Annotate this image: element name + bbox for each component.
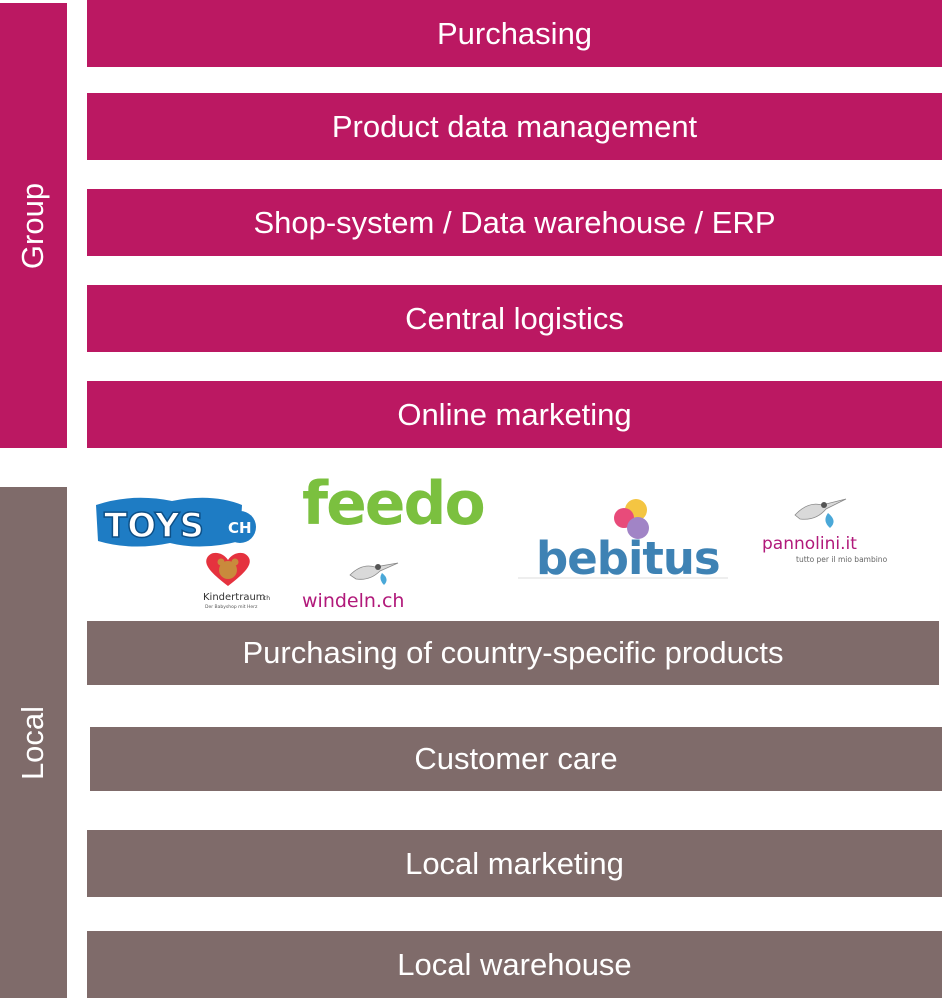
group-bar-product-data-management: Product data management [87, 93, 942, 160]
bebitus-logo: bebitus [518, 498, 730, 585]
local-bar-purchasing-country: Purchasing of country-specific products [87, 621, 939, 685]
feedo-logo: feedo [300, 468, 500, 539]
kindertraum-logo: Kindertraum .ch Der Babyshop mit Herz [175, 550, 285, 612]
local-bar-customer-care: Customer care [90, 727, 942, 791]
toys-ch-text: CH [228, 519, 252, 537]
kindertraum-ch-text: .ch [261, 595, 270, 602]
toys-logo-text: TOYS [104, 506, 204, 546]
group-label: Group [15, 182, 51, 269]
local-side-label: Local [0, 487, 67, 998]
pannolini-tagline: tutto per il mio bambino [796, 555, 888, 564]
kindertraum-text: Kindertraum [203, 592, 266, 603]
pannolini-logo: pannolini.it tutto per il mio bambino [760, 495, 900, 565]
local-bar-local-warehouse: Local warehouse [87, 931, 942, 998]
group-bar-shop-system: Shop-system / Data warehouse / ERP [87, 189, 942, 256]
windeln-logo: windeln.ch [300, 555, 425, 612]
group-side-label: Group [0, 3, 67, 448]
feedo-text: feedo [302, 469, 484, 538]
local-label: Local [15, 705, 51, 780]
bebitus-text: bebitus [536, 532, 720, 580]
kindertraum-tagline: Der Babyshop mit Herz [205, 604, 258, 610]
group-bar-online-marketing: Online marketing [87, 381, 942, 448]
group-bar-purchasing: Purchasing [87, 0, 942, 67]
windeln-text: windeln.ch [302, 590, 404, 612]
local-bar-local-marketing: Local marketing [87, 830, 942, 897]
group-bar-central-logistics: Central logistics [87, 285, 942, 352]
toys-logo: TOYS CH [92, 495, 262, 551]
pannolini-text: pannolini.it [762, 534, 857, 554]
